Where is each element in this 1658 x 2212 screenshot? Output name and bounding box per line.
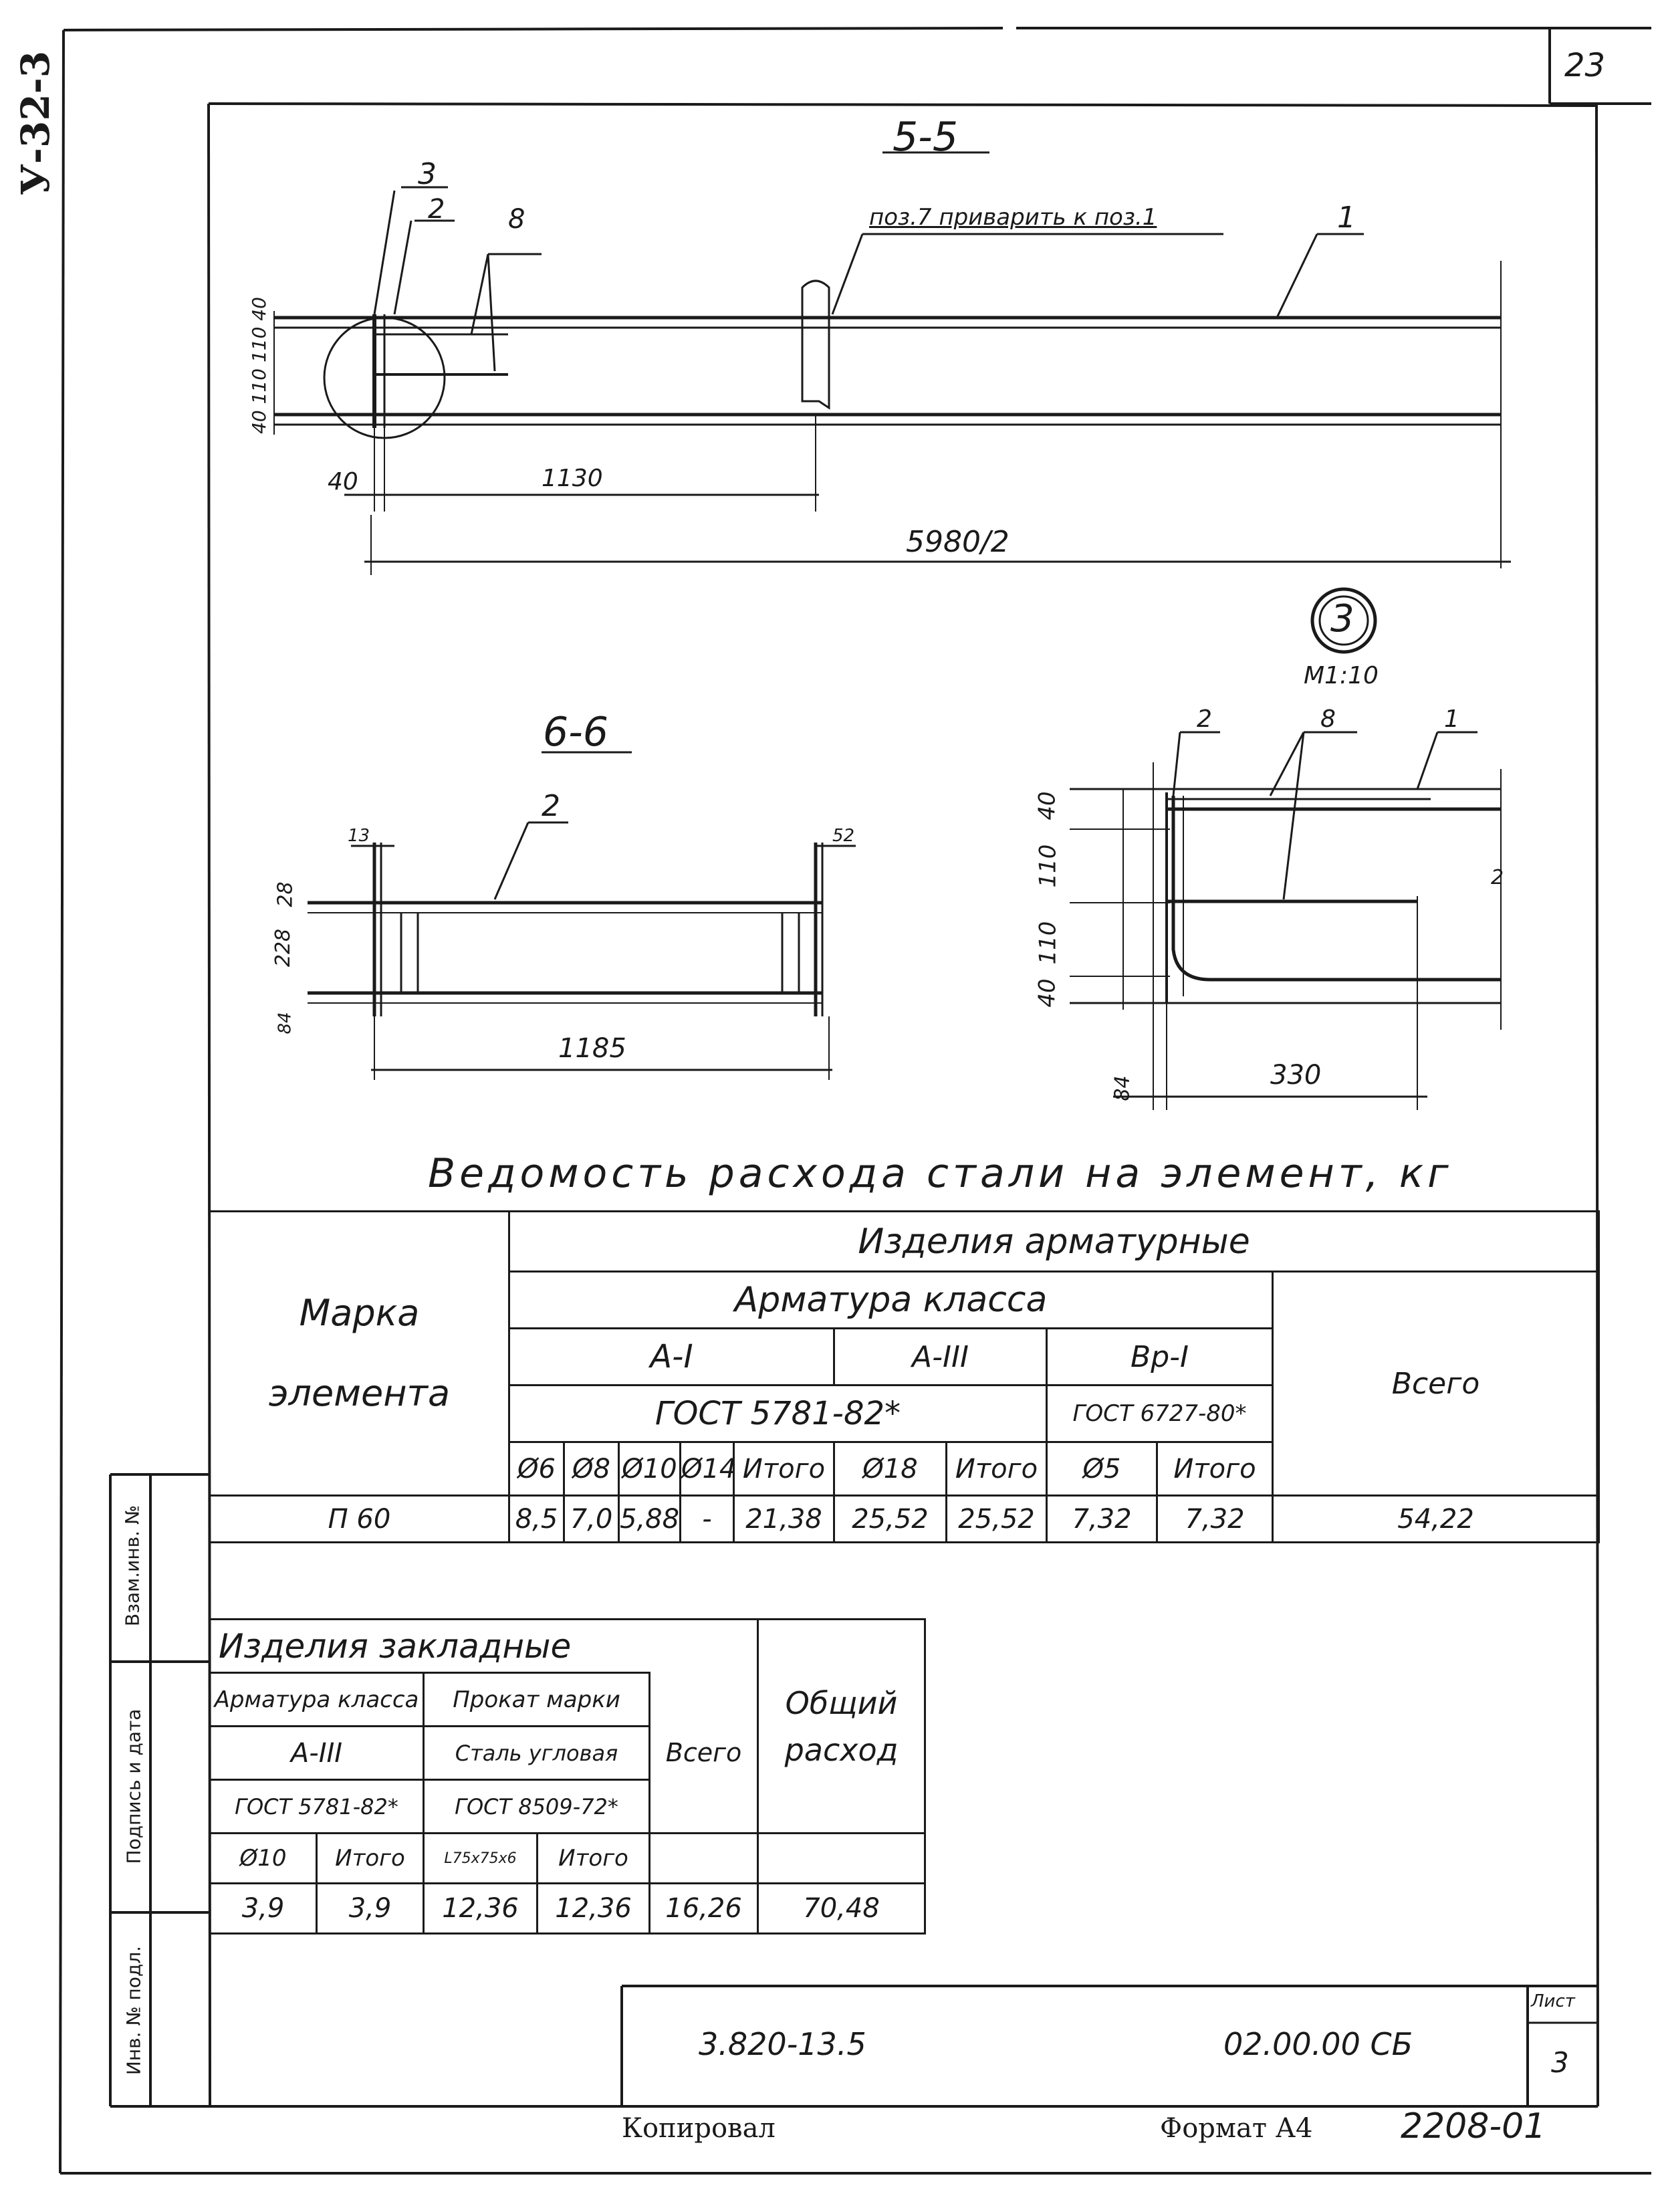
dim-84: 84 bbox=[275, 1012, 295, 1034]
cell-total: 54,22 bbox=[1271, 1495, 1601, 1543]
node-3-callout-1: 1 bbox=[1444, 705, 1459, 733]
footer-number: 2208-01 bbox=[1401, 2106, 1546, 2146]
embedded-header-spacer bbox=[649, 1618, 759, 1673]
emb-col-angle: L75х75х6 bbox=[423, 1832, 538, 1884]
emb-cell-subtotal-1: 3,9 bbox=[316, 1882, 425, 1934]
cell-d14: - bbox=[679, 1495, 735, 1543]
section-5-5-note: поз.7 приварить к поз.1 bbox=[869, 204, 1157, 231]
col-d18: Ø18 bbox=[833, 1441, 947, 1497]
emb-col-subtotal-2: Итого bbox=[536, 1832, 651, 1884]
class-header: Арматура класса bbox=[508, 1270, 1274, 1329]
emb-total-blank bbox=[648, 1833, 759, 1884]
rolled-grade: Сталь угловая bbox=[422, 1725, 651, 1781]
class-vr1: Вр-I bbox=[1046, 1327, 1274, 1386]
emb-cell-total: 16,26 bbox=[648, 1882, 759, 1934]
doc-code: 3.820-13.5 bbox=[699, 2026, 866, 2062]
table-row: 3,9 3,9 12,36 12,36 16,26 70,48 bbox=[209, 1882, 927, 1934]
cell-d8: 7,0 bbox=[563, 1495, 620, 1543]
row-mark: П 60 bbox=[209, 1495, 510, 1543]
emb-cell-subtotal-2: 12,36 bbox=[536, 1882, 651, 1934]
col-d8: Ø8 bbox=[563, 1441, 620, 1497]
dim-1185: 1185 bbox=[558, 1033, 626, 1064]
rebar-class: А-III bbox=[209, 1725, 425, 1781]
node-3-dim-40-top: 40 bbox=[1034, 791, 1061, 820]
steel-table-title: Ведомость расхода стали на элемент, кг bbox=[428, 1150, 1453, 1197]
mark-header: Марка элемента bbox=[209, 1210, 510, 1497]
callout-3: 3 bbox=[418, 157, 437, 191]
dim-28: 28 bbox=[273, 881, 298, 907]
dim-1130: 1130 bbox=[542, 465, 603, 492]
footer-format: Формат А4 bbox=[1160, 2113, 1313, 2144]
steel-table: Марка элемента Изделия арматурные Армату… bbox=[209, 1210, 1601, 1543]
emb-overall-blank bbox=[757, 1833, 927, 1884]
class-a1: А-I bbox=[508, 1327, 835, 1386]
node-3-side-mark: 2 bbox=[1491, 866, 1504, 889]
cell-subtotal-vr1: 7,32 bbox=[1156, 1495, 1274, 1543]
col-subtotal-a1: Итого bbox=[733, 1441, 835, 1497]
emb-cell-angle: 12,36 bbox=[423, 1882, 538, 1934]
node-3-callout-8: 8 bbox=[1320, 705, 1336, 733]
dim-40: 40 bbox=[328, 468, 358, 495]
col-d10: Ø10 bbox=[618, 1441, 681, 1497]
section-5-5-title: 5-5 bbox=[893, 114, 958, 160]
gost-5781: ГОСТ 5781-82* bbox=[508, 1384, 1048, 1443]
dim-total: 5980/2 bbox=[906, 525, 1010, 559]
emb-cell-d10: 3,9 bbox=[209, 1882, 318, 1934]
col-d6: Ø6 bbox=[508, 1441, 565, 1497]
sheet-value: 3 bbox=[1551, 2046, 1569, 2079]
callout-6-6-2: 2 bbox=[542, 789, 560, 823]
cell-subtotal-a1: 21,38 bbox=[733, 1495, 835, 1543]
col-subtotal-a3: Итого bbox=[945, 1441, 1048, 1497]
emb-cell-overall: 70,48 bbox=[757, 1882, 927, 1934]
col-d5: Ø5 bbox=[1046, 1441, 1158, 1497]
emb-col-subtotal-1: Итого bbox=[316, 1832, 425, 1884]
stamp-inv-replace: Взам.инв. № bbox=[121, 1505, 144, 1627]
gost-rebar: ГОСТ 5781-82* bbox=[209, 1779, 425, 1834]
callout-8: 8 bbox=[508, 204, 525, 235]
cell-d6: 8,5 bbox=[508, 1495, 565, 1543]
node-3-dim-110-b: 110 bbox=[1034, 921, 1062, 965]
rolled-header: Прокат марки bbox=[422, 1672, 651, 1727]
col-d14: Ø14 bbox=[679, 1441, 735, 1497]
node-3-dim-330: 330 bbox=[1270, 1060, 1322, 1091]
cell-d10: 5,88 bbox=[618, 1495, 681, 1543]
drawing-code: 02.00.00 СБ bbox=[1223, 2026, 1413, 2062]
total-header: Всего bbox=[1271, 1270, 1601, 1497]
callout-1: 1 bbox=[1337, 201, 1356, 235]
col-subtotal-vr1: Итого bbox=[1156, 1441, 1274, 1497]
series-code: У-32-3 bbox=[13, 50, 59, 196]
gost-6727: ГОСТ 6727-80* bbox=[1046, 1384, 1274, 1443]
dims-left-5-5: 40 110 110 40 bbox=[247, 297, 270, 434]
cell-subtotal-a3: 25,52 bbox=[945, 1495, 1048, 1543]
dim-52: 52 bbox=[832, 826, 855, 846]
overall-header: Общий расход bbox=[757, 1618, 927, 1834]
dim-13: 13 bbox=[348, 826, 370, 846]
table-row: П 60 8,5 7,0 5,88 - 21,38 25,52 25,52 7,… bbox=[209, 1495, 1601, 1543]
cell-d18: 25,52 bbox=[833, 1495, 947, 1543]
stamp-inv-orig: Инв. № подл. bbox=[122, 1945, 145, 2076]
sheet-number-top: 23 bbox=[1564, 47, 1606, 84]
node-3-dim-84: 84 bbox=[1110, 1075, 1135, 1101]
node-3-scale: М1:10 bbox=[1304, 662, 1379, 689]
dim-228: 228 bbox=[271, 928, 295, 968]
embedded-header: Изделия закладные bbox=[208, 1618, 650, 1674]
emb-col-d10: Ø10 bbox=[209, 1832, 318, 1884]
node-3-number: 3 bbox=[1330, 597, 1354, 641]
node-3-dim-110-a: 110 bbox=[1034, 844, 1062, 888]
node-3-callout-2: 2 bbox=[1197, 705, 1212, 733]
section-6-6-title: 6-6 bbox=[543, 709, 608, 756]
embedded-total-header: Всего bbox=[648, 1672, 759, 1834]
callout-2: 2 bbox=[428, 194, 445, 225]
embedded-table: Изделия закладные Общий расход Арматура … bbox=[208, 1618, 927, 1934]
footer-copied: Копировал bbox=[622, 2113, 776, 2144]
products-header: Изделия арматурные bbox=[507, 1210, 1601, 1273]
rebar-class-header: Арматура класса bbox=[209, 1672, 425, 1727]
node-3-dim-40-bottom: 40 bbox=[1034, 978, 1061, 1008]
sheet-label: Лист bbox=[1531, 1991, 1575, 2011]
gost-rolled: ГОСТ 8509-72* bbox=[422, 1779, 651, 1834]
class-a3: А-III bbox=[833, 1327, 1048, 1386]
stamp-sign-date: Подпись и дата bbox=[122, 1708, 145, 1864]
cell-d5: 7,32 bbox=[1046, 1495, 1158, 1543]
